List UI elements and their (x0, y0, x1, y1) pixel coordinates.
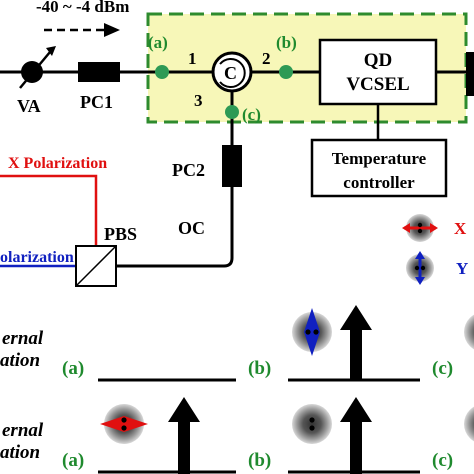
row2-label-line2: ation (0, 442, 40, 463)
row1-label-line1: ernal (2, 328, 44, 349)
row1-b-dot-right (313, 329, 319, 335)
row2-panel-c-halo-partial (464, 406, 474, 442)
row1-panel-c-halo-partial (464, 314, 474, 350)
pc2-label: PC2 (172, 160, 205, 180)
output-detector-edge (466, 52, 474, 96)
pbs-label: PBS (104, 224, 137, 244)
row1-panel-b-label: (b) (248, 358, 271, 379)
row2-panel-b-x-mode (292, 404, 332, 444)
input-arrow-head (104, 23, 120, 37)
legend-x-dot-top (417, 222, 423, 228)
va-arrow-head (46, 46, 56, 56)
row1-panel-b-peak-arrow (340, 305, 372, 380)
temp-ctrl-line2: controller (343, 173, 415, 192)
row2-b-dot-top (309, 417, 315, 423)
point-c-marker (225, 105, 239, 119)
row2-panel-b-label: (b) (248, 450, 271, 471)
row2-panel-a-peak-arrow (168, 397, 200, 474)
va-arrow-line (19, 51, 51, 89)
row1-b-dot-left (305, 329, 311, 335)
legend-x-arrowheads (402, 223, 438, 233)
pbs-diagonal (75, 245, 117, 287)
legend-x-dot-bottom (417, 228, 423, 234)
x-polarization-label: X Polarization (8, 155, 107, 172)
row2-panel-a-label: (a) (62, 450, 84, 471)
row1-panel-b-y-mode (292, 308, 332, 356)
port-3-label: 3 (194, 91, 203, 110)
legend-y (406, 251, 434, 285)
row1-panel-a-label: (a) (62, 358, 84, 379)
row2-panel-b-peak-arrow (340, 397, 372, 474)
qd-vcsel-line2: VCSEL (346, 74, 409, 95)
row2-panel-c-label: (c) (432, 450, 453, 471)
row2-label-line1: ernal (2, 420, 44, 441)
x-polarization-path (0, 174, 98, 246)
pc1-label: PC1 (80, 92, 113, 112)
row2-a-x-arrow (100, 416, 148, 432)
y-polarization-label: olarization (0, 249, 74, 266)
pc2-box (222, 145, 242, 187)
row2-panel-a-x-mode (100, 404, 148, 444)
point-b-marker (279, 65, 293, 79)
point-b-label: (b) (276, 33, 297, 52)
va-label: VA (17, 96, 41, 116)
legend-y-label: Y (456, 259, 468, 278)
pc1-box (78, 62, 120, 82)
temp-ctrl-line1: Temperature (332, 149, 427, 168)
port-2-label: 2 (262, 49, 271, 68)
legend-x (402, 214, 438, 242)
qd-vcsel-line1: QD (364, 50, 393, 71)
legend-y-arrowheads (415, 251, 425, 285)
row2-b-dot-bottom (309, 425, 315, 431)
port-1-label: 1 (188, 49, 197, 68)
point-a-label: (a) (148, 33, 168, 52)
row1-label-line2: ation (0, 350, 40, 371)
source-power-label: -40 ~ -4 dBm (36, 0, 129, 16)
circulator-arc (219, 58, 246, 88)
point-a-marker (155, 65, 169, 79)
legend-x-label: X (454, 219, 467, 238)
legend-y-dot-left (414, 265, 420, 271)
row1-b-y-arrow (304, 308, 320, 356)
row2-b-halo (292, 404, 332, 444)
row1-panel-c-label: (c) (432, 358, 453, 379)
oc-label: OC (178, 218, 205, 238)
point-c-label: (c) (242, 105, 261, 124)
row2-a-dot-top (121, 417, 127, 423)
circulator-label: C (224, 63, 237, 83)
temperature-controller-box (310, 138, 448, 198)
fiber-to-pbs (116, 187, 234, 268)
legend-y-dot-right (420, 265, 426, 271)
row2-a-dot-bottom (121, 425, 127, 431)
